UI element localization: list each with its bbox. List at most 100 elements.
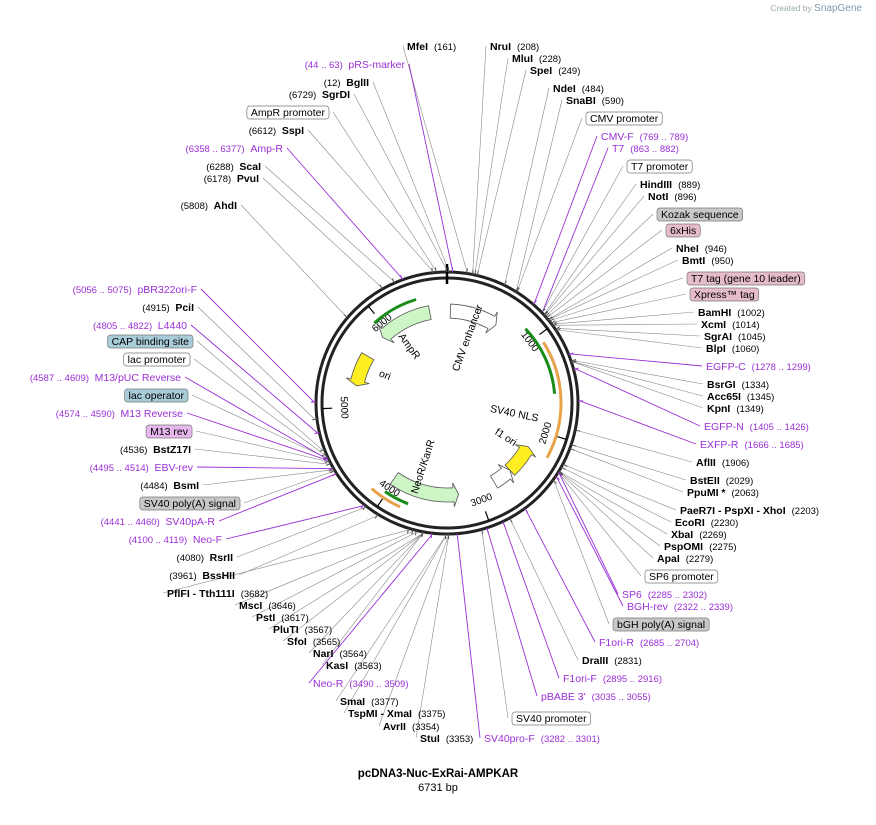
tick-mark xyxy=(484,511,490,521)
leader-line xyxy=(560,471,668,535)
leader-line xyxy=(558,329,703,349)
leader-line xyxy=(190,324,318,434)
site-position: (6288) xyxy=(206,162,236,173)
neo-dark-arc xyxy=(384,490,409,506)
site-position: (2029) xyxy=(726,476,753,487)
site-position: (3961) xyxy=(169,571,199,582)
site-name: SpeI xyxy=(530,65,552,77)
leader-line xyxy=(573,444,687,481)
site-mark xyxy=(323,457,329,461)
enzyme-label: (6178) PvuI xyxy=(204,173,259,185)
leader-line xyxy=(268,533,423,630)
feature-label: 6xHis xyxy=(670,225,696,237)
site-name: DraIII xyxy=(582,655,608,667)
site-name: XcmI xyxy=(701,319,726,331)
feature-annotation: CAP binding site xyxy=(107,334,194,349)
ori-arrow xyxy=(345,352,375,387)
site-mark xyxy=(516,287,520,293)
enzyme-annotation: BmtI(950) xyxy=(682,255,734,267)
site-name: SV40pro-F xyxy=(484,733,535,745)
feature-label: lac operator xyxy=(129,390,185,402)
egfp-arc xyxy=(524,327,557,394)
site-name: BlpI xyxy=(706,343,726,355)
site-mark xyxy=(575,429,581,432)
leader-line xyxy=(200,288,315,403)
feature-box xyxy=(145,424,193,439)
exrai-arc xyxy=(542,341,563,459)
site-mark xyxy=(474,270,477,276)
site-position: (2685 .. 2704) xyxy=(640,638,699,649)
enzyme-annotation: SfoI(3565) xyxy=(287,636,340,648)
site-position: (1014) xyxy=(732,320,759,331)
leader-line xyxy=(286,147,402,279)
site-position: (2230) xyxy=(711,518,738,529)
primer-annotation: (4495 .. 4514) EBV-rev xyxy=(90,462,194,474)
leader-line xyxy=(573,361,704,397)
enzyme-label: HindIII(889) xyxy=(640,179,700,191)
site-name: SV40pA-R xyxy=(165,516,215,528)
site-name: EGFP-C xyxy=(706,361,746,373)
site-name: PspOMI xyxy=(664,541,703,553)
feature-label: CAP binding site xyxy=(112,336,190,348)
enzyme-label: PspOMI(2275) xyxy=(664,541,737,553)
enzyme-annotation: (4080) RsrII xyxy=(177,552,234,564)
site-name: AflII xyxy=(696,457,716,469)
site-position: (3375) xyxy=(418,709,445,720)
site-mark xyxy=(555,476,560,480)
site-mark xyxy=(312,418,318,421)
leader-line xyxy=(571,448,684,493)
site-name: BamHI xyxy=(698,307,731,319)
site-mark xyxy=(561,466,566,470)
feature-label: M13 rev xyxy=(150,426,189,438)
site-mark xyxy=(343,314,348,319)
primer-annotation: (4805 .. 4822) L4440 xyxy=(93,320,187,332)
leader-line xyxy=(542,147,609,312)
leader-line xyxy=(572,360,704,385)
primer-label: EGFP-C(1278 .. 1299) xyxy=(706,361,811,373)
primer-annotation: (5056 .. 5075) pBR322ori-F xyxy=(73,284,197,296)
site-name: ApaI xyxy=(657,553,680,565)
sv40-promoter-arrow xyxy=(489,464,515,489)
enzyme-annotation: XbaI(2269) xyxy=(671,529,727,541)
site-name: Acc65I xyxy=(707,391,741,403)
site-name: CMV-F xyxy=(601,131,634,143)
sv40-promoter-arrow-shape xyxy=(489,464,515,489)
primer-annotation: (4574 .. 4590) M13 Reverse xyxy=(56,408,183,420)
site-position: (3567) xyxy=(305,625,332,636)
site-mark xyxy=(509,517,513,523)
enzyme-label: MluI(228) xyxy=(512,53,561,65)
leader-line xyxy=(408,63,453,271)
feature-box xyxy=(511,711,591,726)
enzyme-annotation: SpeI(249) xyxy=(530,65,580,77)
site-name: NarI xyxy=(313,648,334,660)
site-mark xyxy=(421,531,423,537)
site-position: (3682) xyxy=(241,589,268,600)
enzyme-label: (6288) ScaI xyxy=(206,161,261,173)
tick-mark xyxy=(539,328,548,336)
enzyme-annotation: (6729) SgrDI xyxy=(289,89,350,101)
site-name: AhdI xyxy=(214,200,237,212)
primer-annotation: (4587 .. 4609) M13/pUC Reverse xyxy=(30,372,181,384)
enzyme-annotation: (6288) ScaI xyxy=(206,161,261,173)
enzyme-label: BsrGI(1334) xyxy=(707,379,769,391)
primer-label: pBABE 3'(3035 .. 3055) xyxy=(541,691,651,703)
primer-annotation: T7(863 .. 882) xyxy=(612,143,679,155)
enzyme-label: (5808) AhdI xyxy=(181,200,238,212)
site-position: (769 .. 789) xyxy=(640,132,689,143)
feature-label: lac promoter xyxy=(128,354,187,366)
leader-line xyxy=(308,533,423,654)
enzyme-annotation: BamHI(1002) xyxy=(698,307,765,319)
leader-line xyxy=(517,117,583,291)
feature-label: SP6 promoter xyxy=(649,571,714,583)
ampr-arrow-shape xyxy=(378,305,432,344)
site-name: BglII xyxy=(346,77,369,89)
site-mark xyxy=(541,308,546,313)
primer-label: (6358 .. 6377) Amp-R xyxy=(186,143,284,155)
site-position: (6358 .. 6377) xyxy=(186,144,248,155)
site-name: SgrDI xyxy=(322,89,350,101)
feature-label: AmpR promoter xyxy=(251,107,326,119)
leader-line xyxy=(549,247,673,319)
enzyme-label: (4536) BstZ17I xyxy=(120,444,191,456)
primer-label: Neo-R(3490 .. 3509) xyxy=(313,678,409,690)
site-name: BstEII xyxy=(690,475,720,487)
